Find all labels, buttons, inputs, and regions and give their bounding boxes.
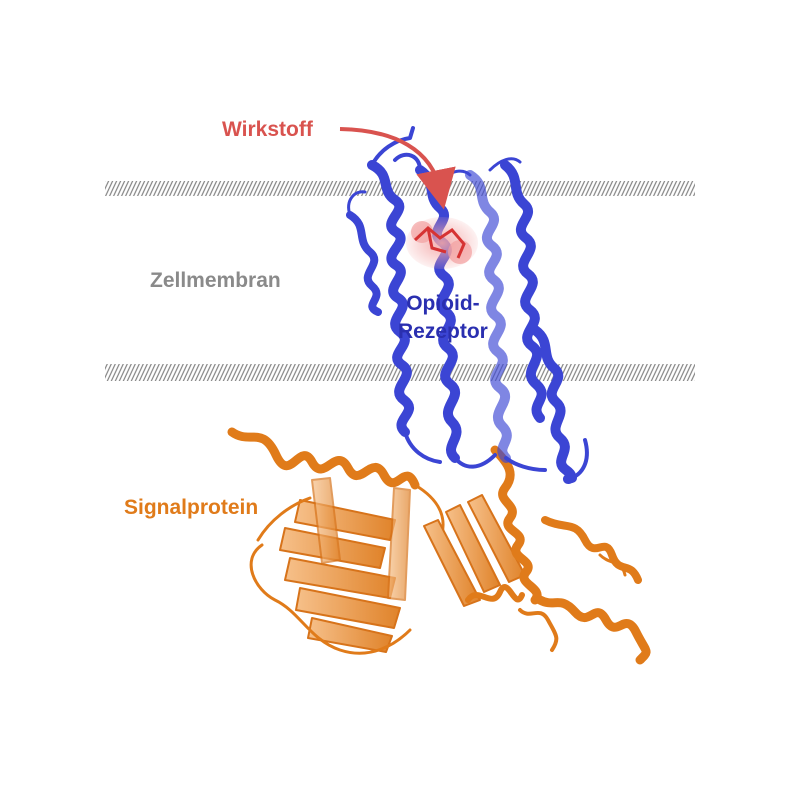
signal-helix-top (227, 427, 420, 490)
drug-pointer-arrow (339, 127, 456, 210)
receptor-helix-3 (465, 170, 512, 463)
receptor-helix-5 (530, 325, 577, 484)
receptor-label-line1: Opioid- (406, 292, 480, 315)
receptor-helix-1 (367, 160, 415, 437)
signal-helix-right (541, 516, 642, 584)
signal-helix-lower-right (535, 595, 651, 665)
signal-protein-structure (227, 427, 651, 665)
drug-label: Wirkstoff (222, 118, 313, 141)
signal-protein-label: Signalprotein (124, 496, 259, 519)
receptor-label-line2: Rezeptor (398, 320, 488, 343)
receptor-helix-4 (500, 160, 547, 423)
signal-central-sheet (423, 494, 526, 607)
receptor-label: Opioid- Rezeptor (398, 290, 488, 346)
signal-helix-receptor-link (490, 445, 542, 605)
receptor-helix-6 (346, 211, 382, 316)
membrane-label: Zellmembran (150, 269, 281, 292)
membrane-upper-layer (105, 181, 695, 196)
drug-molecule (406, 217, 478, 269)
beta-propeller (279, 477, 411, 653)
